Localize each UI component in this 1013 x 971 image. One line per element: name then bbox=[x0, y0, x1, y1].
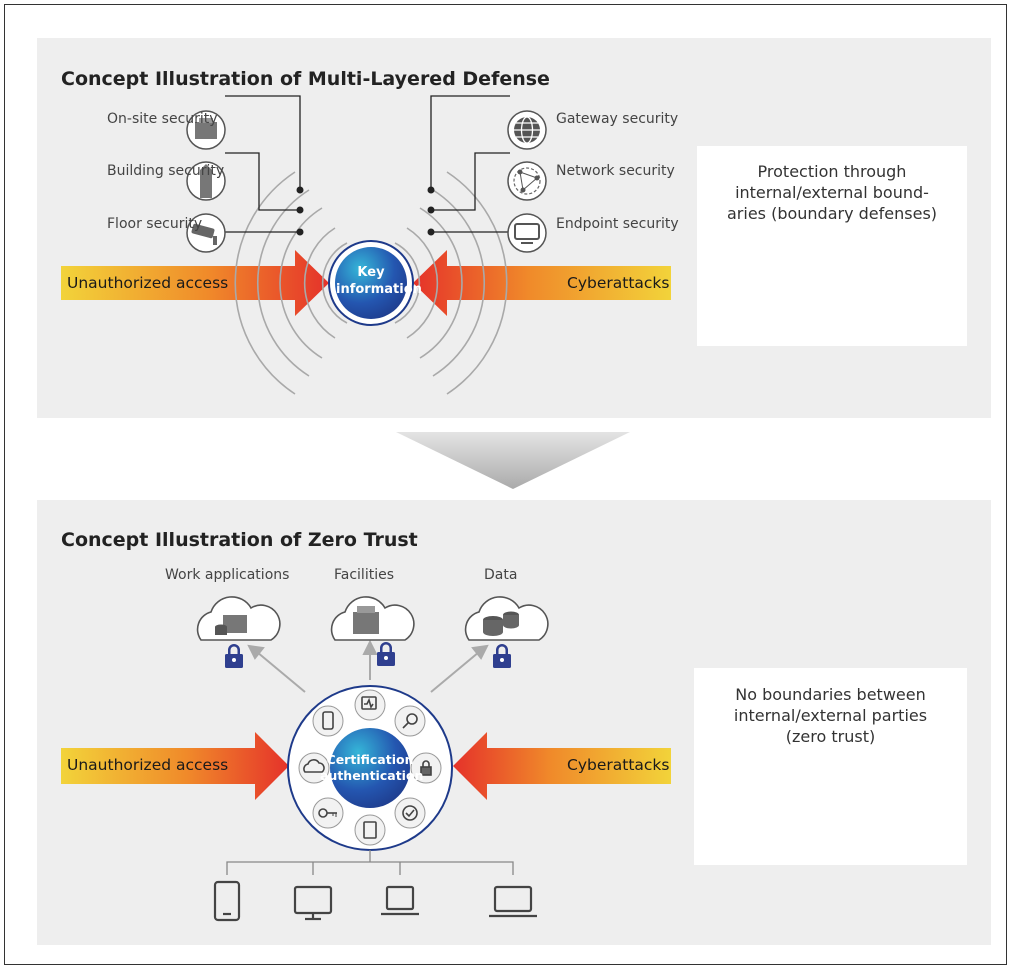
lock-icon bbox=[225, 644, 243, 668]
certification-authentication-label: Certification authentication bbox=[320, 752, 424, 783]
floor-security-label: Floor security bbox=[107, 216, 203, 232]
hand-scan-icon bbox=[354, 814, 386, 846]
network-icon bbox=[507, 161, 547, 201]
on-site-security-label: On-site security bbox=[107, 111, 218, 127]
smartphone-icon bbox=[312, 705, 344, 737]
building-site-icon bbox=[186, 110, 226, 150]
defense-diagram bbox=[61, 95, 949, 395]
zero-trust-text: No boundaries between internal/external … bbox=[733, 685, 928, 746]
left-connectors bbox=[225, 95, 301, 233]
certification-core bbox=[330, 728, 410, 808]
zero-trust-diagram bbox=[61, 596, 949, 922]
cyberattacks-arrow bbox=[413, 250, 671, 316]
search-icon bbox=[394, 705, 426, 737]
laptop-icon bbox=[381, 885, 419, 916]
right-connectors bbox=[430, 95, 510, 233]
lock-icon bbox=[377, 642, 395, 666]
unauthorized-access-arrow bbox=[61, 732, 289, 800]
wide-laptop-icon bbox=[489, 885, 537, 918]
security-camera-icon bbox=[186, 213, 226, 253]
multi-layered-defense-panel: Concept Illustration of Multi-Layered De… bbox=[37, 38, 991, 418]
work-applications-cloud-icon bbox=[196, 596, 281, 641]
lock-icon bbox=[493, 644, 511, 668]
zero-trust-box: No boundaries between internal/external … bbox=[694, 668, 967, 865]
gateway-security-label: Gateway security bbox=[556, 111, 679, 127]
panel-title: Concept Illustration of Zero Trust bbox=[61, 529, 418, 551]
data-cloud-icon bbox=[464, 596, 549, 641]
skyscraper-icon bbox=[186, 161, 226, 201]
boundary-defense-text: Protection through internal/external bou… bbox=[726, 162, 938, 223]
tablet-icon bbox=[213, 880, 241, 922]
unauthorized-access-label: Unauthorized access bbox=[67, 756, 229, 774]
cyberattacks-label: Cyberattacks bbox=[567, 756, 670, 774]
network-security-label: Network security bbox=[556, 163, 675, 179]
data-label: Data bbox=[484, 567, 518, 583]
panel-title: Concept Illustration of Multi-Layered De… bbox=[61, 68, 550, 90]
cyberattacks-arrow bbox=[453, 732, 671, 800]
boundary-defense-highlight: Parties within the company can be truste… bbox=[731, 245, 933, 306]
cloud-icon bbox=[298, 752, 330, 784]
zero-trust-highlight: Neither internal nor external parties ar… bbox=[751, 766, 910, 827]
unauthorized-access-label: Unauthorized access bbox=[67, 274, 229, 292]
unauthorized-access-arrow bbox=[61, 250, 329, 316]
monitor-icon bbox=[507, 213, 547, 253]
facilities-cloud-icon bbox=[330, 596, 415, 641]
building-security-label: Building security bbox=[107, 163, 225, 179]
facilities-label: Facilities bbox=[334, 567, 394, 583]
desktop-monitor-icon bbox=[293, 885, 333, 921]
zero-trust-panel: Concept Illustration of Zero Trust bbox=[37, 500, 991, 945]
access-arrows bbox=[247, 639, 489, 693]
boundary-rings bbox=[234, 171, 508, 395]
endpoint-security-label: Endpoint security bbox=[556, 216, 679, 232]
boundary-defense-box: Protection through internal/external bou… bbox=[697, 146, 967, 346]
verified-badge-icon bbox=[394, 797, 426, 829]
cyberattacks-label: Cyberattacks bbox=[567, 274, 670, 292]
device-connectors bbox=[226, 850, 514, 875]
globe-icon bbox=[507, 110, 547, 150]
work-applications-label: Work applications bbox=[165, 567, 290, 583]
key-information-core bbox=[335, 247, 407, 319]
key-information-label: Key information bbox=[336, 265, 422, 297]
figure-frame bbox=[4, 4, 1007, 965]
